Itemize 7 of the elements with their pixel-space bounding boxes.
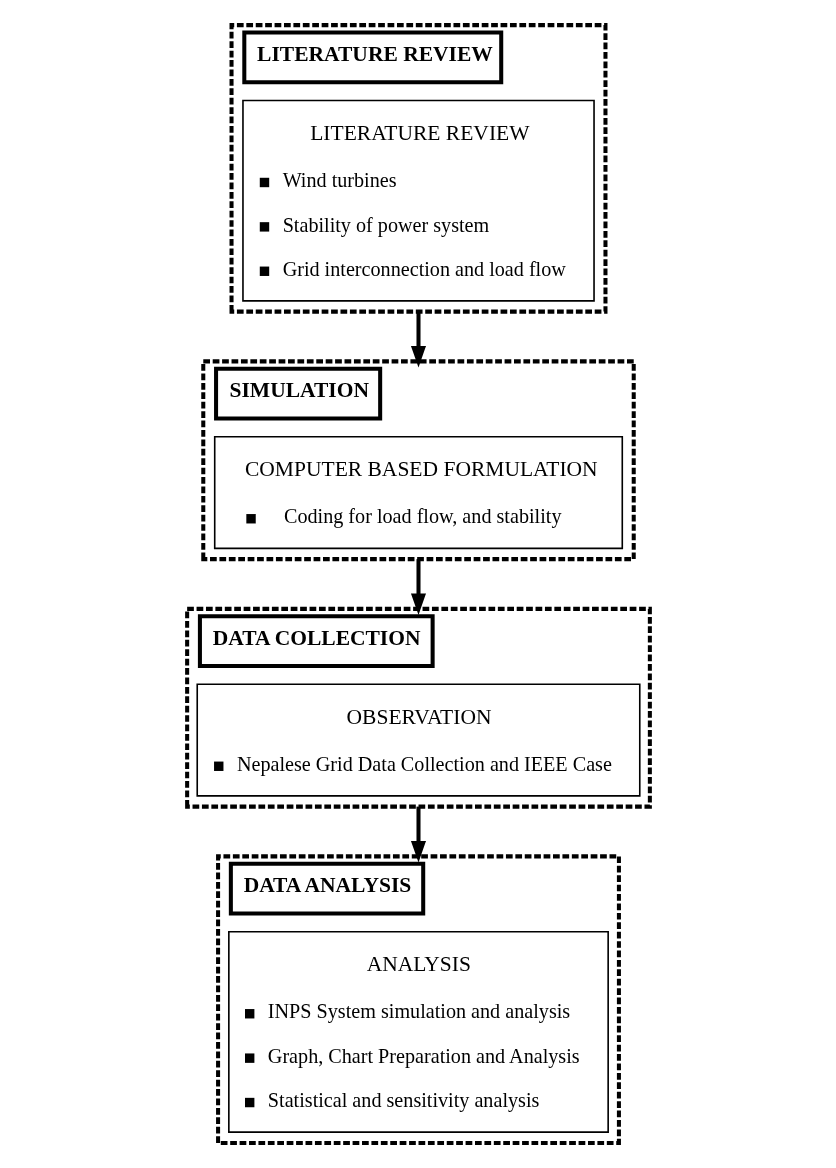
node-box: LITERATURE REVIEW Wind turbines Stability of power system Grid interconnection and load flow xyxy=(241,99,595,302)
arrow xyxy=(410,559,426,615)
node-box: ANALYSIS INPS System simulation and analysis Graph, Chart Preparation and Analysis Statistical and sensitivity analysis xyxy=(227,930,609,1133)
node-box: COMPUTER BASED FORMULATION Coding for load flow, and stability xyxy=(213,435,623,550)
arrow xyxy=(410,311,426,368)
node-box: OBSERVATION Nepalese Grid Data Collection and IEEE Case xyxy=(195,683,641,797)
arrow xyxy=(410,806,426,863)
